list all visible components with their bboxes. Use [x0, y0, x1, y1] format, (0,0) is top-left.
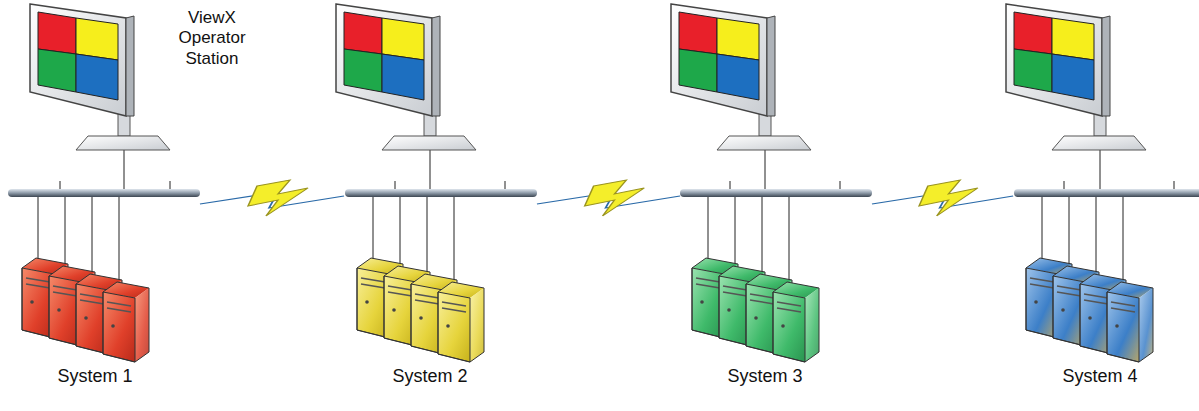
- wireless-link: [200, 180, 1013, 216]
- operator-monitor: [30, 4, 1146, 150]
- system-label: System 3: [695, 366, 835, 388]
- system-label: System 1: [25, 366, 165, 388]
- server-group: [22, 258, 1153, 362]
- monitor-wire: [124, 146, 1100, 189]
- station-label: ViewX Operator Station: [167, 8, 257, 69]
- system-label: System 4: [1030, 366, 1170, 388]
- server-wire: [38, 197, 1123, 286]
- system-label: System 2: [360, 366, 500, 388]
